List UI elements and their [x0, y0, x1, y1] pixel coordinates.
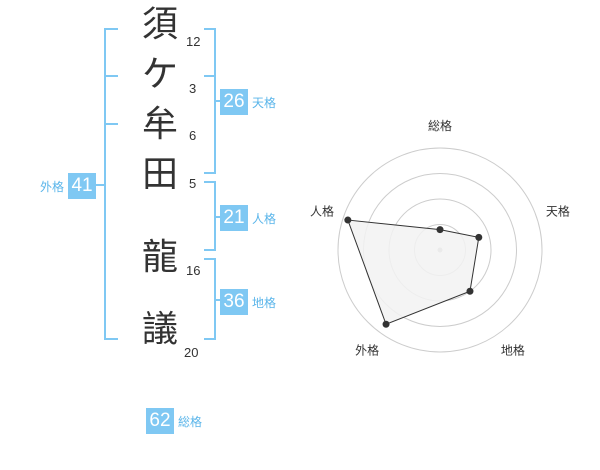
jinkaku-bracket: [204, 181, 216, 251]
jinkaku-badge: 21 人格: [220, 205, 276, 231]
gaikaku-bracket: [104, 28, 118, 340]
name-char-6: 議: [141, 309, 178, 350]
radar-axis-label-2: 天格: [546, 204, 570, 219]
radar-axis-label-5: 人格: [310, 204, 334, 219]
name-char-1: 須: [141, 4, 178, 45]
bracket-tick: [94, 184, 104, 186]
stroke-count-1: 12: [186, 34, 201, 49]
soukaku-label: 総格: [178, 414, 203, 429]
gaikaku-value: 41: [68, 173, 97, 199]
stroke-count-2: 3: [189, 81, 197, 96]
radar-series-area: [347, 219, 480, 325]
name-char-4: 田: [141, 154, 178, 195]
chikaku-bracket: [204, 258, 216, 340]
radar-point-3: [466, 287, 474, 295]
jinkaku-value: 21: [220, 205, 248, 231]
name-char-2: ケ: [141, 54, 178, 95]
gaikaku-badge: 外格 41: [40, 173, 97, 199]
stroke-count-6: 20: [184, 345, 199, 360]
chikaku-value: 36: [220, 289, 248, 315]
name-char-3: 牟: [141, 104, 178, 145]
bracket-tick: [104, 123, 118, 125]
chikaku-label: 地格: [252, 295, 277, 310]
soukaku-badge: 62 総格: [146, 408, 202, 434]
stroke-count-5: 16: [186, 263, 201, 278]
stroke-count-4: 5: [189, 176, 197, 191]
gaikaku-label: 外格: [40, 179, 65, 194]
tenkaku-bracket: [204, 28, 216, 174]
chikaku-badge: 36 地格: [220, 289, 276, 315]
radar-point-1: [436, 226, 444, 234]
radar-point-5: [344, 216, 352, 224]
radar-axis-label-1: 総格: [428, 118, 452, 133]
radar-grid-ring: [337, 147, 543, 353]
stroke-count-3: 6: [189, 128, 197, 143]
tenkaku-badge: 26 天格: [220, 89, 276, 115]
tenkaku-value: 26: [220, 89, 248, 115]
radar-point-2: [475, 233, 483, 241]
soukaku-value: 62: [146, 408, 174, 434]
jinkaku-label: 人格: [252, 211, 277, 226]
radar-axis-label-4: 外格: [355, 342, 379, 357]
bracket-tick: [204, 75, 216, 77]
name-char-5: 龍: [141, 237, 178, 278]
tenkaku-label: 天格: [252, 95, 277, 110]
bracket-tick: [104, 75, 118, 77]
radar-point-4: [382, 320, 390, 328]
radar-axis-label-3: 地格: [501, 342, 525, 357]
